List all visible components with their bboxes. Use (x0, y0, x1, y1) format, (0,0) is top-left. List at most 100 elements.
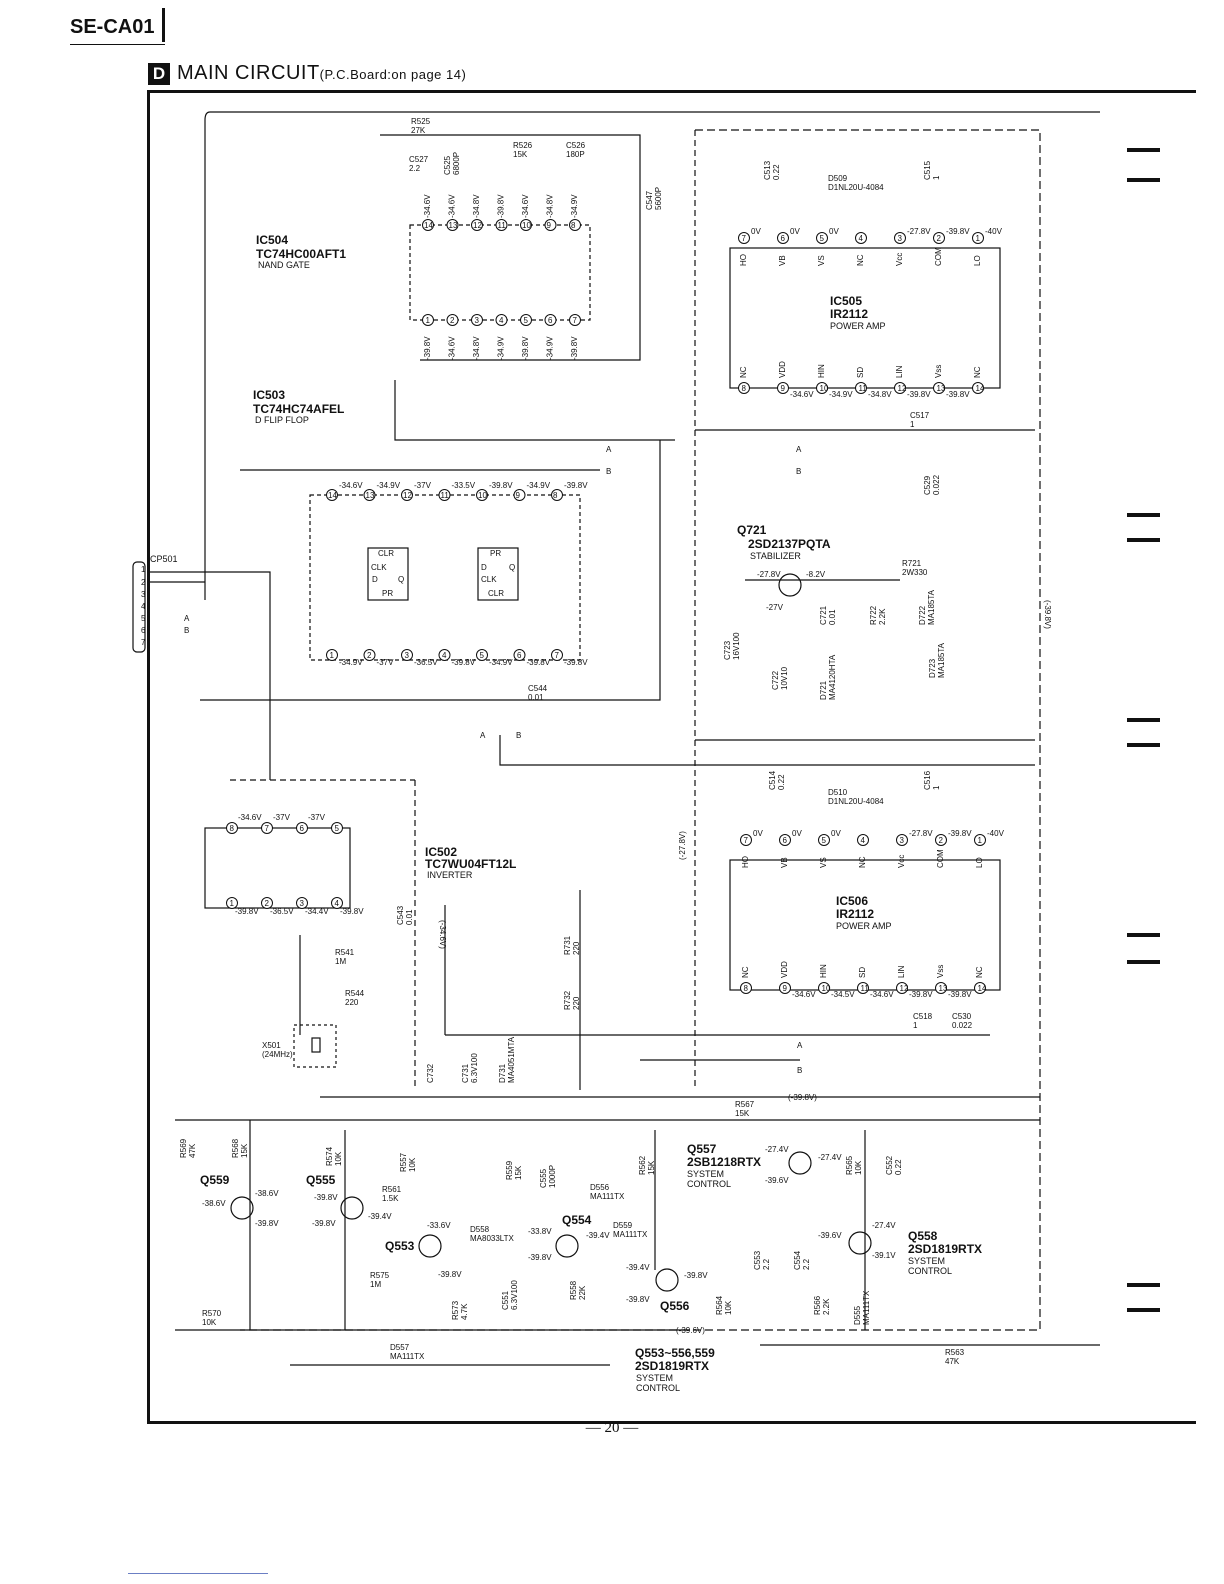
ic504-part: TC74HC00AFT1 (256, 247, 346, 261)
ic503-pin-9-num: 9 (516, 491, 521, 500)
ic505-pin-5 (816, 232, 828, 244)
c552-ref: C552 (885, 1155, 894, 1175)
ic503-pin-12-num: 12 (403, 491, 412, 500)
ic504-pin-14 (422, 219, 434, 231)
d731-ref: D731 (498, 1063, 507, 1083)
ic506-pin-13-name: Vss (936, 965, 945, 978)
ic502-pin-3-num: 3 (300, 899, 305, 908)
ff1-pr: PR (382, 589, 393, 598)
ic506-pin-10 (818, 982, 830, 994)
c513-ref: C513 (763, 160, 772, 180)
c554-ref: C554 (793, 1250, 802, 1270)
ic506-pin-9-volt: -34.6V (792, 990, 816, 999)
wire-ic504-out (394, 380, 675, 441)
ic502-pin-1-volt: -39.8V (235, 907, 259, 916)
ic503-pin-3-num: 3 (405, 651, 410, 660)
ic505-pin-14-num: 14 (976, 384, 985, 393)
ic505-pin-12-num: 12 (898, 384, 907, 393)
ic502-pin-5 (331, 822, 343, 834)
r564-ref: R564 (715, 1295, 724, 1315)
d559-value: MA111TX (613, 1230, 648, 1239)
ic504-pin-4-volt: -34.9V (497, 336, 506, 360)
ic503-pin-14 (326, 489, 338, 501)
r566-ref: R566 (813, 1295, 822, 1315)
c544-ref: C544 (528, 684, 548, 693)
ic506-pin-3 (896, 834, 908, 846)
r569-ref: R569 (179, 1138, 188, 1158)
ic504-body (409, 224, 591, 321)
ic506-pin-9-num: 9 (783, 984, 788, 993)
ic503-pin-4 (438, 649, 451, 661)
ic505-pin-3-name: Vcc (895, 253, 904, 266)
cp501-pin-5: 5 (141, 614, 146, 623)
c722-ref: C722 (771, 670, 780, 690)
ic506-pin-6 (779, 834, 791, 846)
ic502-pin-8-volt: -34.6V (238, 813, 262, 822)
r565-ref: R565 (845, 1155, 854, 1175)
ic505-pin-4 (855, 232, 867, 244)
d722-ref: D722 (918, 605, 927, 625)
ic502-pin-7-volt: -37V (273, 813, 291, 822)
ic505-pin-4-name: NC (856, 254, 865, 266)
ic502-name: IC502 (425, 845, 457, 859)
d510-ref: D510 (828, 788, 848, 797)
c721-ref: C721 (819, 605, 828, 625)
c722-value: 10V10 (780, 666, 789, 690)
d555-ref: D555 (853, 1305, 862, 1325)
c555-value: 1000P (548, 1165, 557, 1188)
ic504-pin-1-num: 1 (426, 316, 431, 325)
bus-a-ic505: A (796, 445, 802, 454)
r525-value: 27K (411, 126, 426, 135)
q555-symbol (340, 1196, 364, 1220)
q721-volt-e: -27.8V (757, 570, 781, 579)
ic503-pin-6 (513, 649, 526, 661)
ic503-pin-2-volt: -37V (377, 658, 395, 667)
q721-part: 2SD2137PQTA (748, 537, 831, 551)
d556-ref: D556 (590, 1183, 610, 1192)
ic505-pin-9-volt: -34.6V (790, 390, 814, 399)
ic503-pin-13-num: 13 (366, 491, 375, 500)
c515-ref: C515 (923, 160, 932, 180)
ic504-pin-10-volt: -34.6V (521, 194, 530, 218)
r573-ref: R573 (451, 1300, 460, 1320)
ic505-pin-14-name: NC (973, 366, 982, 378)
c544-value: 0.01 (528, 693, 544, 702)
ic506-part: IR2112 (836, 907, 874, 921)
ic503-pin-9-volt: -34.9V (527, 481, 551, 490)
ic506-pin-8-num: 8 (744, 984, 749, 993)
bus-b-bottom: B (516, 731, 521, 740)
ic502-pin-6 (296, 822, 308, 834)
ff2-pr: PR (490, 549, 501, 558)
c554-value: 2.2 (802, 1258, 811, 1270)
r559-ref: R559 (505, 1160, 514, 1180)
group-name: Q553~556,559 (635, 1346, 715, 1360)
ic502-pin-2-num: 2 (265, 899, 270, 908)
ic504-pin-10-num: 10 (522, 221, 531, 230)
d559-ref: D559 (613, 1221, 633, 1230)
section-note: (P.C.Board:on page 14) (319, 67, 467, 82)
ic505-pin-8 (738, 382, 750, 394)
q555-volt-0: -39.8V (314, 1193, 338, 1202)
ic504-pin-9-volt: -34.8V (546, 194, 555, 218)
ff1-clr: CLR (378, 549, 394, 558)
ic504-pin-3-volt: -34.8V (472, 336, 481, 360)
r731-value: 220 (572, 941, 581, 955)
ic503-pin-8 (551, 489, 563, 501)
ic502-pin-5-num: 5 (335, 824, 340, 833)
ic502-pin-4-num: 4 (335, 899, 340, 908)
ic504-pin-9 (544, 219, 557, 231)
ic505-pin-13-name: Vss (934, 365, 943, 378)
model-box-rule (162, 8, 165, 42)
ic503-pin-8-volt: -39.8V (564, 481, 588, 490)
c513-value: 0.22 (772, 164, 781, 180)
q554-symbol (555, 1234, 579, 1258)
ic504-pin-13 (446, 219, 459, 231)
ic503-pin-1 (326, 649, 338, 661)
bus-b-ic505: B (796, 467, 801, 476)
rail-398v-right: (-39.8V) (1043, 600, 1052, 629)
ic505-desc: POWER AMP (830, 321, 886, 331)
ic504-pin-14-num: 14 (424, 221, 433, 230)
ic504-pin-1 (422, 314, 434, 326)
ic504-pin-5 (520, 314, 532, 326)
d558-ref: D558 (470, 1225, 490, 1234)
